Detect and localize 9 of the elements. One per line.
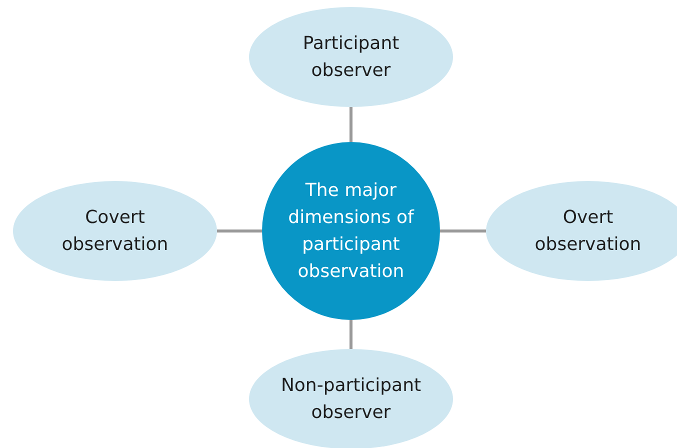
- node-label: Participant observer: [302, 32, 400, 83]
- connector-line: [350, 107, 352, 142]
- connector-line: [440, 230, 486, 232]
- connector-line: [217, 230, 262, 232]
- node-label: Non-participant observer: [280, 374, 422, 425]
- connector-line: [350, 320, 352, 349]
- node-label: Overt observation: [534, 206, 642, 257]
- node-label: The major dimensions of participant observation: [287, 179, 416, 284]
- node-label: Covert observation: [60, 206, 170, 257]
